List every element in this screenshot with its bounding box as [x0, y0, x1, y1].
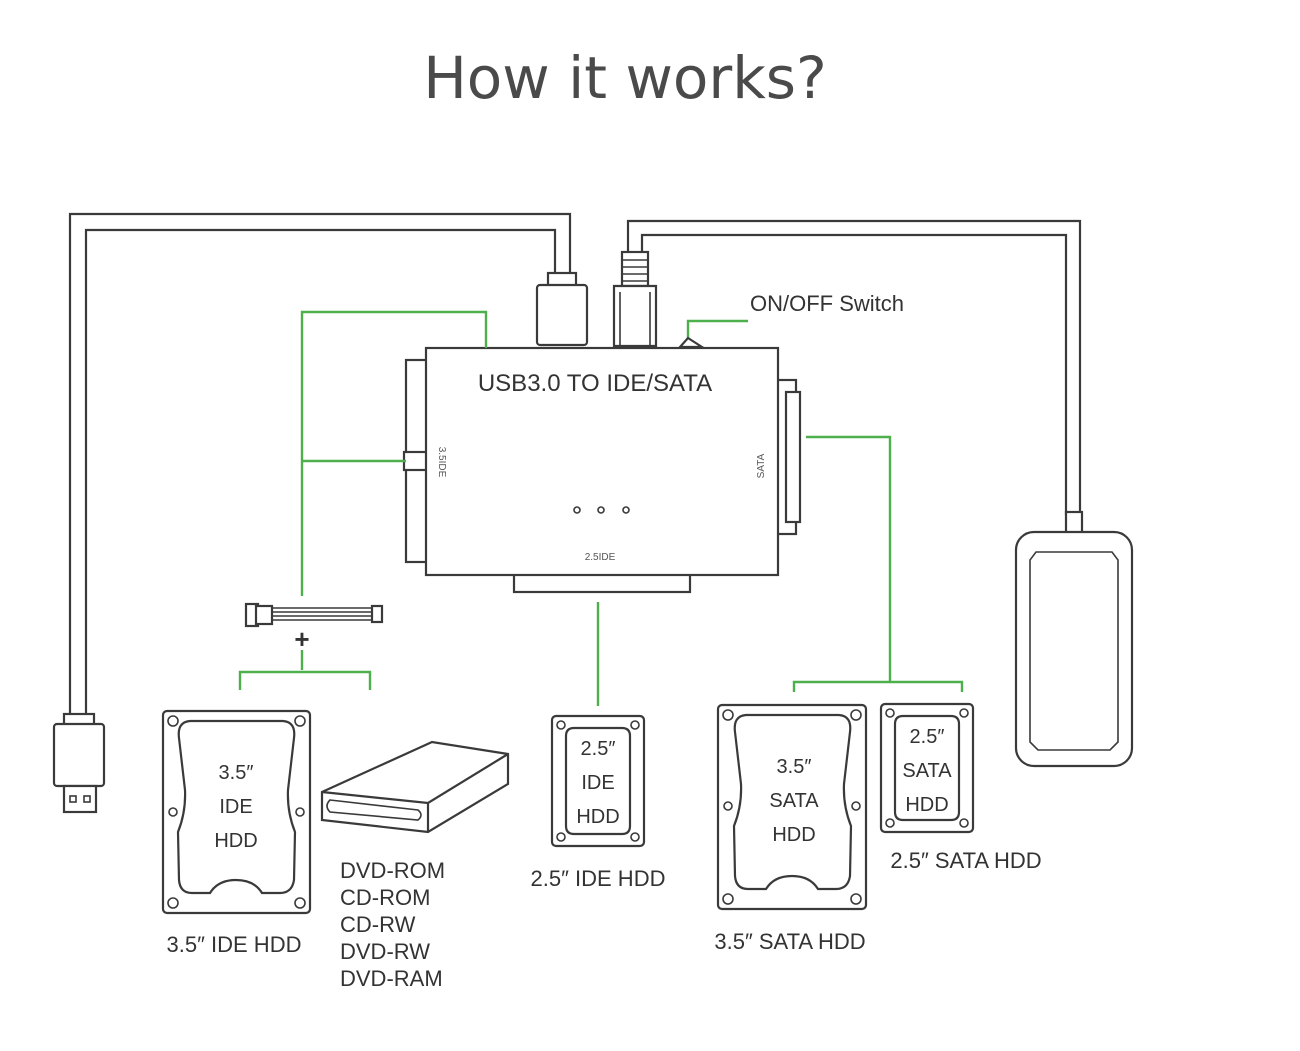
usb-cable	[68, 212, 572, 715]
hdd-sata25-type: SATA	[902, 760, 952, 782]
power-adapter-brick	[1014, 510, 1134, 768]
hdd-ide25-type: IDE	[581, 772, 614, 794]
port-label-sata: SATA	[756, 453, 767, 478]
optical-caption-2: CD-ROM	[340, 885, 430, 910]
optical-caption-4: DVD-RW	[340, 939, 430, 964]
hdd-ide35-kind: HDD	[214, 830, 257, 852]
hdd-ide25-size: 2.5″	[581, 738, 616, 760]
status-leds	[573, 506, 630, 514]
hdd-ide35-caption: 3.5″ IDE HDD	[167, 932, 302, 957]
plus-sign: +	[294, 624, 309, 654]
hdd-ide35-size: 3.5″	[219, 762, 254, 784]
on-off-switch-label: ON/OFF Switch	[750, 291, 904, 316]
optical-caption-1: DVD-ROM	[340, 858, 445, 883]
hdd-sata25-size: 2.5″	[910, 726, 945, 748]
on-off-switch[interactable]	[677, 336, 706, 349]
sata-connector	[774, 378, 802, 536]
hdd-sata35-size: 3.5″	[777, 756, 812, 778]
hdd-ide25-caption: 2.5″ IDE HDD	[531, 866, 666, 891]
hdd-ide25-drawing	[550, 714, 646, 848]
optical-caption-3: CD-RW	[340, 912, 416, 937]
adapter-name: USB3.0 TO IDE/SATA	[478, 370, 712, 397]
optical-drive-drawing	[320, 740, 510, 834]
port-label-ide35: 3.5IDE	[436, 447, 447, 478]
usb-plug-bottom	[52, 712, 106, 814]
hdd-sata35-drawing	[716, 703, 868, 911]
usb-plug-top	[535, 271, 589, 347]
hdd-sata25-kind: HDD	[905, 794, 948, 816]
ide25-connector	[512, 572, 692, 594]
hdd-sata35-caption: 3.5″ SATA HDD	[714, 929, 865, 954]
optical-caption-5: DVD-RAM	[340, 966, 443, 991]
port-label-ide25: 2.5IDE	[585, 552, 616, 563]
switch-leader	[686, 319, 748, 345]
hdd-ide25-kind: HDD	[576, 806, 619, 828]
diagram-title: How it works?	[423, 44, 827, 112]
hdd-sata25-drawing	[879, 702, 975, 834]
ide35-connector	[402, 358, 430, 564]
sata-link	[792, 435, 964, 692]
power-plug-barrel	[612, 250, 658, 348]
power-splitter-cable	[244, 602, 384, 628]
hdd-sata25-caption: 2.5″ SATA HDD	[890, 848, 1041, 873]
hdd-ide35-type: IDE	[219, 796, 252, 818]
hdd-sata35-type: SATA	[769, 790, 819, 812]
ide35-link	[238, 310, 488, 690]
power-cable	[626, 219, 1082, 515]
hdd-sata35-kind: HDD	[772, 824, 815, 846]
adapter-box	[424, 346, 780, 577]
hdd-ide35-drawing	[161, 709, 312, 915]
